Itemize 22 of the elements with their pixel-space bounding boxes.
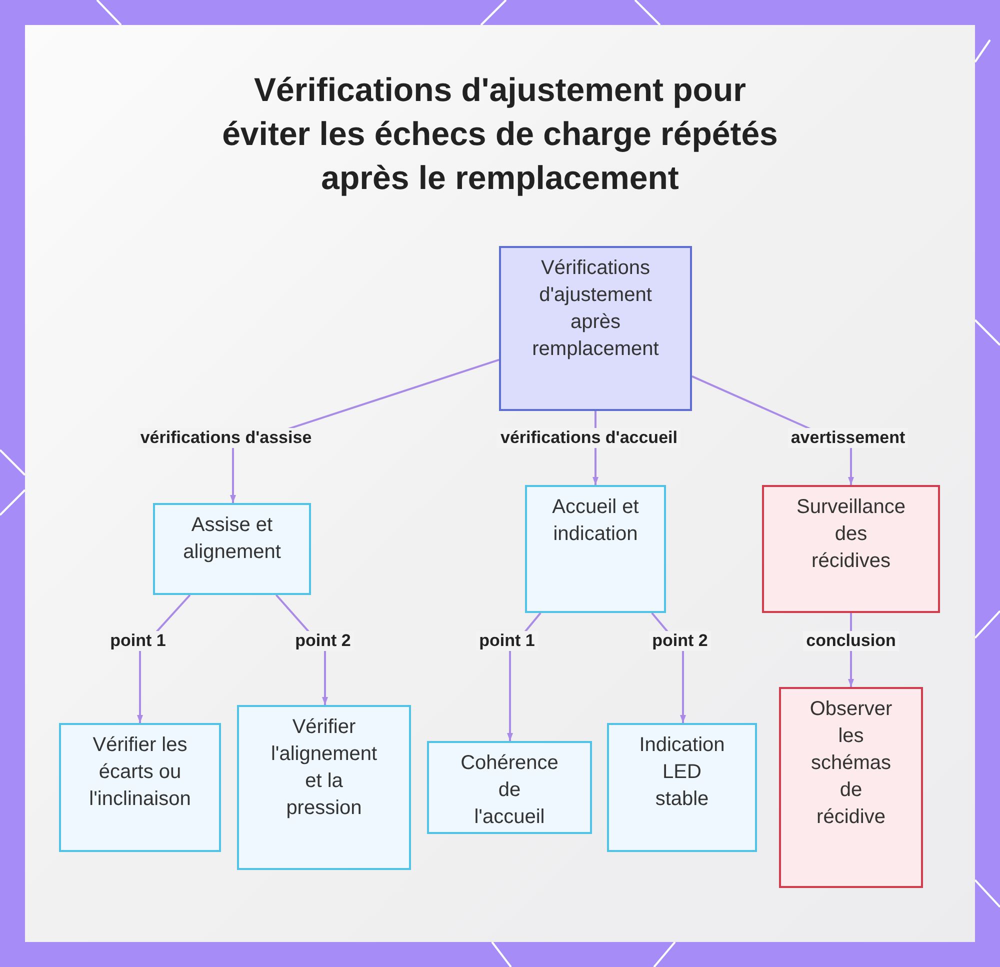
box-label: Vérifications d'ajustement après remplacement <box>531 256 660 362</box>
box-label: Vérifier l'alignement et la pression <box>270 715 378 821</box>
box-label: Observer les schémas de récidive <box>808 697 894 830</box>
process-box <box>153 503 311 595</box>
process-box <box>525 485 666 613</box>
diagram-title: Vérifications d'ajustement pour éviter les échecs de charge répétés après le remplacement <box>221 70 779 198</box>
edge-label: avertissement <box>788 428 908 448</box>
process-box <box>499 246 692 411</box>
process-box <box>237 705 411 870</box>
box-label: Accueil et indication <box>551 495 640 547</box>
process-box <box>59 723 221 852</box>
process-box <box>762 485 940 613</box>
edge-label: conclusion <box>803 631 899 651</box>
edge-label: point 2 <box>649 631 711 651</box>
box-label: Surveillance des récidives <box>796 495 906 574</box>
process-box <box>427 741 592 834</box>
process-box <box>779 687 923 888</box>
box-label: Cohérence de l'accueil <box>460 751 558 830</box>
process-box <box>607 723 757 852</box>
box-label: Vérifier les écarts ou l'inclinaison <box>88 733 192 812</box>
box-label: Assise et alignement <box>182 513 282 565</box>
box-label: Indication LED stable <box>638 733 726 812</box>
